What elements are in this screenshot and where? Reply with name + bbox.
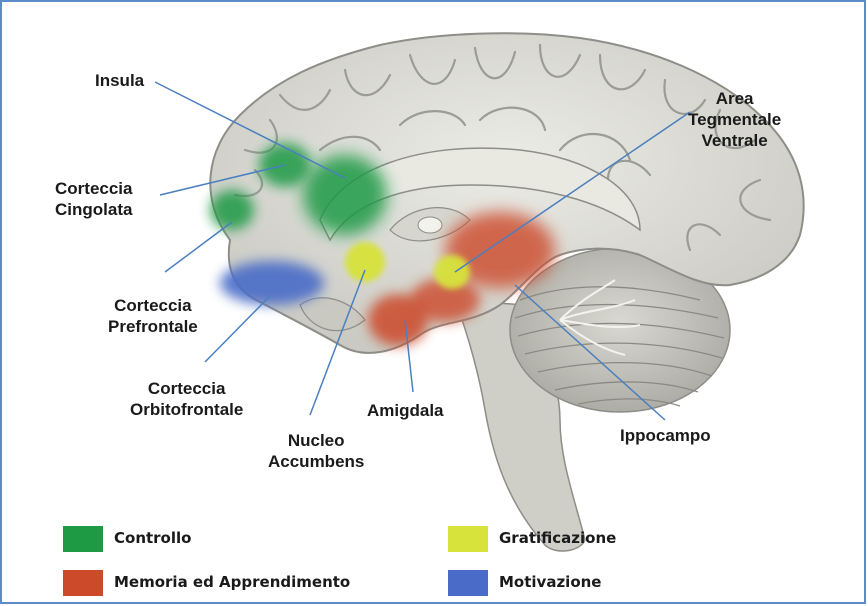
region-gratificazione-vta — [434, 255, 470, 289]
region-motivazione-orbitofrontale — [220, 261, 324, 305]
label-line: Nucleo — [268, 430, 364, 451]
region-controllo-prefrontale — [210, 190, 254, 230]
label-line: Corteccia — [55, 178, 132, 199]
legend-label-controllo: Controllo — [114, 529, 191, 547]
label-amigdala: Amigdala — [367, 400, 444, 421]
label-area-tegmentale-ventrale: Area Tegmentale Ventrale — [688, 88, 781, 151]
label-insula: Insula — [95, 70, 144, 91]
label-line: Cingolata — [55, 199, 132, 220]
legend-label-motivazione: Motivazione — [499, 573, 601, 591]
label-corteccia-prefrontale: Corteccia Prefrontale — [108, 295, 198, 337]
region-controllo-insula — [303, 155, 387, 235]
label-line: Accumbens — [268, 451, 364, 472]
label-corteccia-cingolata: Corteccia Cingolata — [55, 178, 132, 220]
legend-swatch-memoria — [63, 570, 103, 596]
label-nucleo-accumbens: Nucleo Accumbens — [268, 430, 364, 472]
region-gratificazione-accumbens — [345, 242, 385, 282]
label-line: Area — [688, 88, 781, 109]
legend-swatch-gratificazione — [448, 526, 488, 552]
label-line: Corteccia — [108, 295, 198, 316]
label-corteccia-orbitofrontale: Corteccia Orbitofrontale — [130, 378, 243, 420]
legend-label-gratificazione: Gratificazione — [499, 529, 616, 547]
label-line: Tegmentale — [688, 109, 781, 130]
legend-swatch-controllo — [63, 526, 103, 552]
label-line: Orbitofrontale — [130, 399, 243, 420]
label-line: Prefrontale — [108, 316, 198, 337]
label-line: Corteccia — [130, 378, 243, 399]
legend-swatch-motivazione — [448, 570, 488, 596]
legend-label-memoria: Memoria ed Apprendimento — [114, 573, 350, 591]
label-line: Ventrale — [688, 130, 781, 151]
label-ippocampo: Ippocampo — [620, 425, 711, 446]
